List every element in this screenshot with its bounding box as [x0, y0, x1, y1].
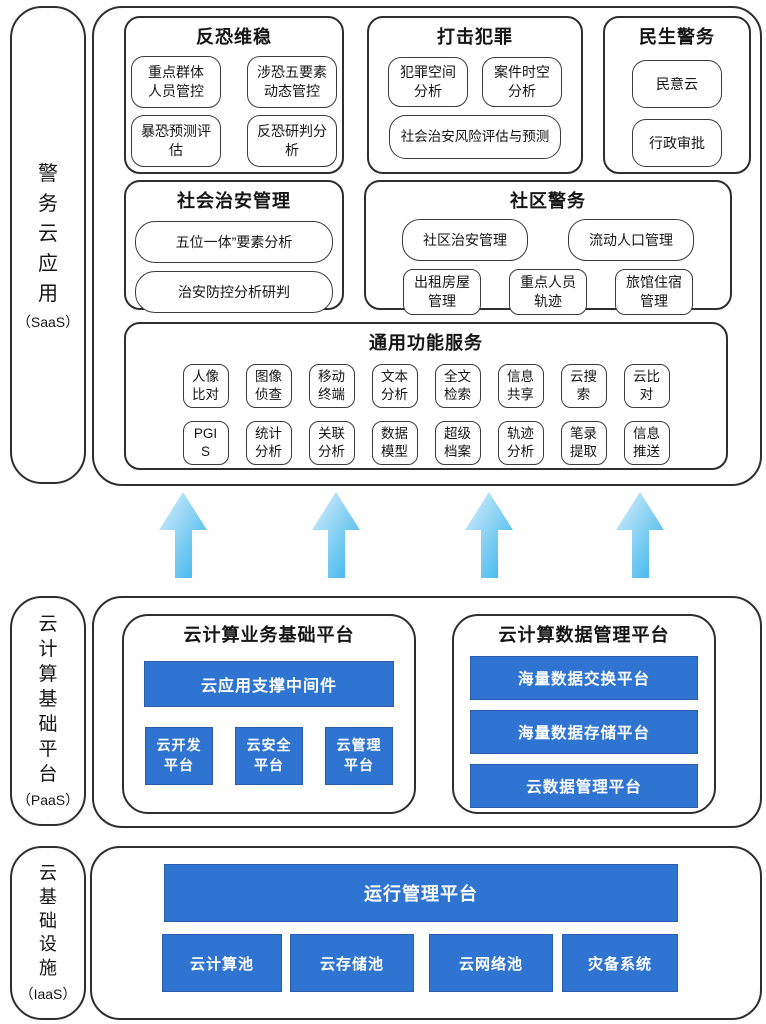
box-five-in-one-element-analysis: 五位一体”要素分析: [135, 221, 333, 263]
layer-label-iaas: 云 基 础 设 施 （IaaS）: [10, 846, 86, 1020]
up-arrow-icon: [465, 492, 513, 578]
crime-row-1: 犯罪空间 分析 案件时空 分析: [388, 57, 562, 107]
up-arrow-icon: [616, 492, 664, 578]
box-prevention-control-analysis: 治安防控分析研判: [135, 271, 333, 313]
group-civil-policing-title: 民生警务: [639, 27, 715, 47]
box-cloud-security-platform: 云安全 平台: [235, 727, 303, 785]
group-crime-fighting-title: 打击犯罪: [437, 27, 513, 47]
box-cloud-computing-pool: 云计算池: [162, 934, 282, 992]
group-public-security-mgmt-title: 社会治安管理: [177, 191, 291, 211]
layer-label-saas-text: 警 务 云 应 用: [38, 162, 58, 305]
box-info-sharing: 信息 共享: [497, 364, 544, 408]
civil-row-1: 民意云: [632, 60, 722, 108]
group-general-services: 通用功能服务 人像 比对 图像 侦查 移动 终端 文本 分析 全文 检索 信息 …: [124, 322, 728, 470]
paas-biz-row: 云开发 平台 云安全 平台 云管理 平台: [145, 727, 393, 785]
box-mobile-terminal: 移动 终端: [308, 364, 355, 408]
box-record-extraction: 笔录 提取: [560, 421, 607, 465]
box-key-personnel-trajectory: 重点人员 轨迹: [509, 269, 587, 315]
box-crime-spatial-analysis: 犯罪空间 分析: [388, 57, 468, 107]
bar-mass-data-storage-platform: 海量数据存储平台: [470, 710, 698, 754]
box-terror-five-elements-control: 涉恐五要素 动态管控: [247, 56, 337, 108]
box-trajectory-analysis: 轨迹 分析: [497, 421, 544, 465]
box-data-model: 数据 模型: [371, 421, 418, 465]
group-cloud-business-platform: 云计算业务基础平台 云应用支撑中间件 云开发 平台 云安全 平台 云管理 平台: [122, 614, 416, 814]
group-community-policing: 社区警务 社区治安管理 流动人口管理 出租房屋 管理 重点人员 轨迹 旅馆住宿 …: [364, 180, 732, 315]
box-super-archive: 超级 档案: [434, 421, 481, 465]
anti-terror-row-1: 重点群体 人员管控 涉恐五要素 动态管控: [131, 56, 337, 108]
layer-label-paas: 云 计 算 基 础 平 台 （PaaS）: [10, 596, 86, 826]
box-anti-terror-analysis: 反恐研判分 析: [247, 115, 337, 167]
box-face-comparison: 人像 比对: [182, 364, 229, 408]
box-key-group-personnel-control: 重点群体 人员管控: [131, 56, 221, 108]
crime-row-2: 社会治安风险评估与预测: [389, 115, 561, 159]
box-info-push: 信息 推送: [623, 421, 670, 465]
community-row-2: 出租房屋 管理 重点人员 轨迹 旅馆住宿 管理: [403, 269, 693, 315]
group-anti-terror: 反恐维稳 重点群体 人员管控 涉恐五要素 动态管控 暴恐预测评 估 反恐研判分 …: [124, 16, 344, 174]
box-case-spacetime-analysis: 案件时空 分析: [482, 57, 562, 107]
box-public-opinion-cloud: 民意云: [632, 60, 722, 108]
group-civil-policing: 民生警务 民意云 行政审批: [603, 16, 751, 174]
saas-panel: 反恐维稳 重点群体 人员管控 涉恐五要素 动态管控 暴恐预测评 估 反恐研判分 …: [92, 6, 762, 486]
bar-cloud-app-middleware: 云应用支撑中间件: [144, 661, 394, 707]
box-correlation-analysis: 关联 分析: [308, 421, 355, 465]
bar-cloud-data-mgmt-platform: 云数据管理平台: [470, 764, 698, 808]
iaas-panel: 运行管理平台 云计算池 云存储池 云网络池 灾备系统: [90, 846, 762, 1020]
box-cloud-search: 云搜 索: [560, 364, 607, 408]
box-fulltext-search: 全文 检索: [434, 364, 481, 408]
group-crime-fighting: 打击犯罪 犯罪空间 分析 案件时空 分析 社会治安风险评估与预测: [367, 16, 583, 174]
box-statistical-analysis: 统计 分析: [245, 421, 292, 465]
box-hotel-lodging-mgmt: 旅馆住宿 管理: [615, 269, 693, 315]
paas-panel: 云计算业务基础平台 云应用支撑中间件 云开发 平台 云安全 平台 云管理 平台 …: [92, 596, 762, 828]
box-cloud-network-pool: 云网络池: [429, 934, 553, 992]
box-pgis: PGI S: [182, 421, 229, 465]
up-arrow-icon: [312, 492, 360, 578]
general-services-row-2: PGI S 统计 分析 关联 分析 数据 模型 超级 档案 轨迹 分析 笔录 提…: [182, 421, 670, 465]
security-row-1: 五位一体”要素分析: [135, 221, 333, 263]
box-disaster-recovery-system: 灾备系统: [562, 934, 678, 992]
box-floating-population-mgmt: 流动人口管理: [568, 219, 694, 261]
box-cloud-mgmt-platform: 云管理 平台: [325, 727, 393, 785]
anti-terror-row-2: 暴恐预测评 估 反恐研判分 析: [131, 115, 337, 167]
community-row-1: 社区治安管理 流动人口管理: [402, 219, 694, 261]
layer-label-iaas-suffix: （IaaS）: [19, 985, 77, 1002]
group-cloud-data-mgmt-platform: 云计算数据管理平台 海量数据交换平台 海量数据存储平台 云数据管理平台: [452, 614, 716, 814]
box-community-security-mgmt: 社区治安管理: [402, 219, 528, 261]
box-violence-prediction-eval: 暴恐预测评 估: [131, 115, 221, 167]
box-rental-housing-mgmt: 出租房屋 管理: [403, 269, 481, 315]
box-security-risk-assessment: 社会治安风险评估与预测: [389, 115, 561, 159]
box-cloud-storage-pool: 云存储池: [290, 934, 414, 992]
security-row-2: 治安防控分析研判: [135, 271, 333, 313]
group-general-services-title: 通用功能服务: [369, 333, 483, 353]
box-text-analysis: 文本 分析: [371, 364, 418, 408]
civil-row-2: 行政审批: [632, 119, 722, 167]
box-cloud-comparison: 云比 对: [623, 364, 670, 408]
layer-label-saas-suffix: （SaaS）: [16, 313, 80, 330]
box-administrative-approval: 行政审批: [632, 119, 722, 167]
bar-mass-data-exchange-platform: 海量数据交换平台: [470, 656, 698, 700]
box-cloud-dev-platform: 云开发 平台: [145, 727, 213, 785]
group-anti-terror-title: 反恐维稳: [196, 27, 272, 47]
group-cloud-business-platform-title: 云计算业务基础平台: [183, 625, 355, 645]
up-arrow-icon: [159, 492, 207, 578]
box-image-investigation: 图像 侦查: [245, 364, 292, 408]
layer-label-saas: 警 务 云 应 用 （SaaS）: [10, 6, 86, 484]
layer-label-paas-suffix: （PaaS）: [16, 792, 80, 809]
group-cloud-data-mgmt-platform-title: 云计算数据管理平台: [498, 625, 670, 645]
layer-label-paas-text: 云 计 算 基 础 平 台: [38, 613, 58, 786]
bar-operation-mgmt-platform: 运行管理平台: [164, 864, 678, 922]
group-community-policing-title: 社区警务: [510, 191, 586, 211]
layer-label-iaas-text: 云 基 础 设 施: [39, 863, 57, 979]
group-public-security-mgmt: 社会治安管理 五位一体”要素分析 治安防控分析研判: [124, 180, 344, 313]
general-services-row-1: 人像 比对 图像 侦查 移动 终端 文本 分析 全文 检索 信息 共享 云搜 索…: [182, 364, 670, 408]
